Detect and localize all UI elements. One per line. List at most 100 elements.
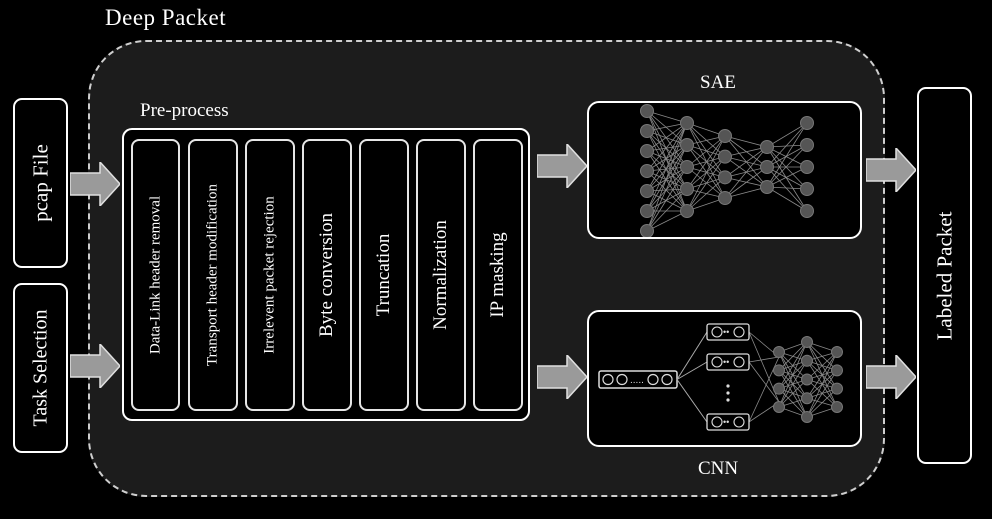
network-node <box>718 191 732 205</box>
network-node <box>773 401 785 413</box>
network-connection <box>724 186 768 199</box>
network-connection <box>806 351 838 399</box>
network-connection <box>646 190 688 212</box>
task-selection-box: Task Selection <box>13 283 68 453</box>
network-node <box>680 204 694 218</box>
cnn-feature-node <box>733 416 745 428</box>
network-connection <box>646 122 688 192</box>
network-connection <box>778 379 808 408</box>
network-node <box>680 138 694 152</box>
step-normalization: Normalization <box>416 139 466 411</box>
labeled-packet-label: Labeled Packet <box>932 211 956 340</box>
network-connection <box>686 166 726 199</box>
network-connection <box>646 110 688 212</box>
network-node <box>718 149 732 164</box>
network-connection <box>766 122 808 188</box>
cnn-feature-node <box>711 326 723 338</box>
cnn-connection <box>748 356 780 363</box>
network-connection <box>778 341 808 389</box>
cnn-input-node <box>602 373 614 386</box>
network-connection <box>686 156 726 212</box>
cnn-input-node <box>616 373 628 386</box>
cnn-feature-node <box>711 356 723 368</box>
network-node <box>800 116 814 130</box>
network-node <box>800 182 814 196</box>
cnn-connection <box>748 361 780 403</box>
network-connection <box>724 146 768 158</box>
network-connection <box>646 122 688 172</box>
network-connection <box>806 388 838 418</box>
network-connection <box>724 166 768 199</box>
network-connection <box>686 144 726 178</box>
arrow-preprocess-to-sae <box>537 144 587 188</box>
network-connection <box>686 135 726 168</box>
network-connection <box>724 146 768 178</box>
network-node <box>800 204 814 218</box>
step-label: Byte conversion <box>316 212 337 338</box>
network-connection <box>686 177 726 212</box>
sae-label: SAE <box>700 72 736 93</box>
network-connection <box>724 135 768 148</box>
network-connection <box>806 370 838 418</box>
task-selection-label: Task Selection <box>29 309 51 427</box>
cnn-feature-ellipsis: •• <box>723 327 729 337</box>
step-label: Irrelevent packet rejection <box>261 196 278 354</box>
cnn-box: .....•••••• <box>587 310 862 447</box>
arrow-cnn-to-output <box>866 355 916 399</box>
arrow-preprocess-to-cnn <box>537 355 587 399</box>
network-node <box>831 346 843 358</box>
step-ip-masking: IP masking <box>473 139 523 411</box>
network-connection <box>766 146 808 168</box>
network-node <box>800 160 814 174</box>
cnn-input-ellipsis: ..... <box>630 375 644 386</box>
network-node <box>640 204 654 218</box>
step-truncation: Truncation <box>359 139 409 411</box>
step-data-link-header-removal: Data-Link header removal <box>131 139 180 411</box>
cnn-feature-node <box>711 416 723 428</box>
network-connection <box>766 144 808 168</box>
network-connection <box>686 122 726 178</box>
network-connection <box>646 166 688 212</box>
network-connection <box>686 135 726 212</box>
network-node <box>760 140 774 154</box>
network-node <box>831 382 843 395</box>
cnn-vertical-ellipsis-dot <box>726 384 730 388</box>
network-node <box>718 170 732 185</box>
network-connection <box>646 166 688 232</box>
network-node <box>640 144 654 158</box>
cnn-connection <box>676 361 708 380</box>
network-connection <box>766 146 808 190</box>
cnn-vertical-ellipsis-dot <box>726 398 730 402</box>
step-byte-conversion: Byte conversion <box>302 139 352 411</box>
network-connection <box>686 122 726 199</box>
step-label: Normalization <box>430 220 451 330</box>
network-node <box>760 160 774 174</box>
network-node <box>773 346 785 358</box>
network-node <box>831 364 843 377</box>
cnn-input-node <box>647 373 659 386</box>
network-connection <box>646 122 688 212</box>
network-node <box>680 116 694 130</box>
network-node <box>801 392 813 405</box>
network-node <box>640 164 654 178</box>
network-node <box>680 182 694 196</box>
network-connection <box>646 150 688 212</box>
network-connection <box>646 170 688 212</box>
network-node <box>640 184 654 198</box>
network-connection <box>766 166 808 188</box>
network-node <box>640 224 654 237</box>
network-node <box>801 373 813 386</box>
sae-box <box>587 101 862 239</box>
network-connection <box>686 135 726 190</box>
network-connection <box>646 130 688 168</box>
cnn-feature-ellipsis: •• <box>723 417 729 427</box>
network-connection <box>646 170 688 190</box>
network-connection <box>646 188 688 232</box>
arrow-task-to-preprocess <box>70 344 120 388</box>
network-connection <box>646 144 688 172</box>
network-connection <box>766 122 808 168</box>
cnn-network-diagram: .....•••••• <box>598 323 843 431</box>
network-connection <box>766 186 808 212</box>
network-connection <box>778 341 808 408</box>
network-connection <box>646 110 688 168</box>
